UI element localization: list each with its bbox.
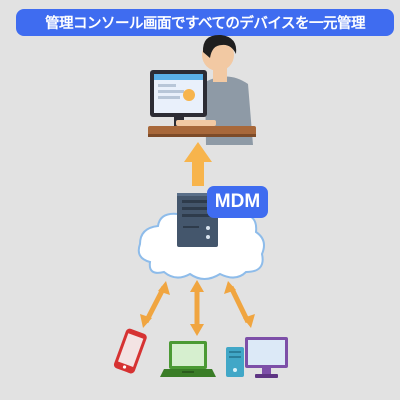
mdm-label: MDM xyxy=(207,186,268,218)
sync-arrow-left-icon xyxy=(140,281,170,328)
smartphone-icon xyxy=(113,328,147,374)
upload-arrow-icon xyxy=(184,142,212,186)
desktop-computer-icon xyxy=(226,337,288,378)
person-at-computer-icon xyxy=(148,34,256,145)
diagram-title: 管理コンソール画面ですべてのデバイスを一元管理 xyxy=(16,9,394,36)
sync-arrow-right-icon xyxy=(224,281,255,328)
sync-arrow-center-icon xyxy=(190,280,204,336)
laptop-icon xyxy=(160,341,216,377)
monitor-icon xyxy=(150,70,207,126)
